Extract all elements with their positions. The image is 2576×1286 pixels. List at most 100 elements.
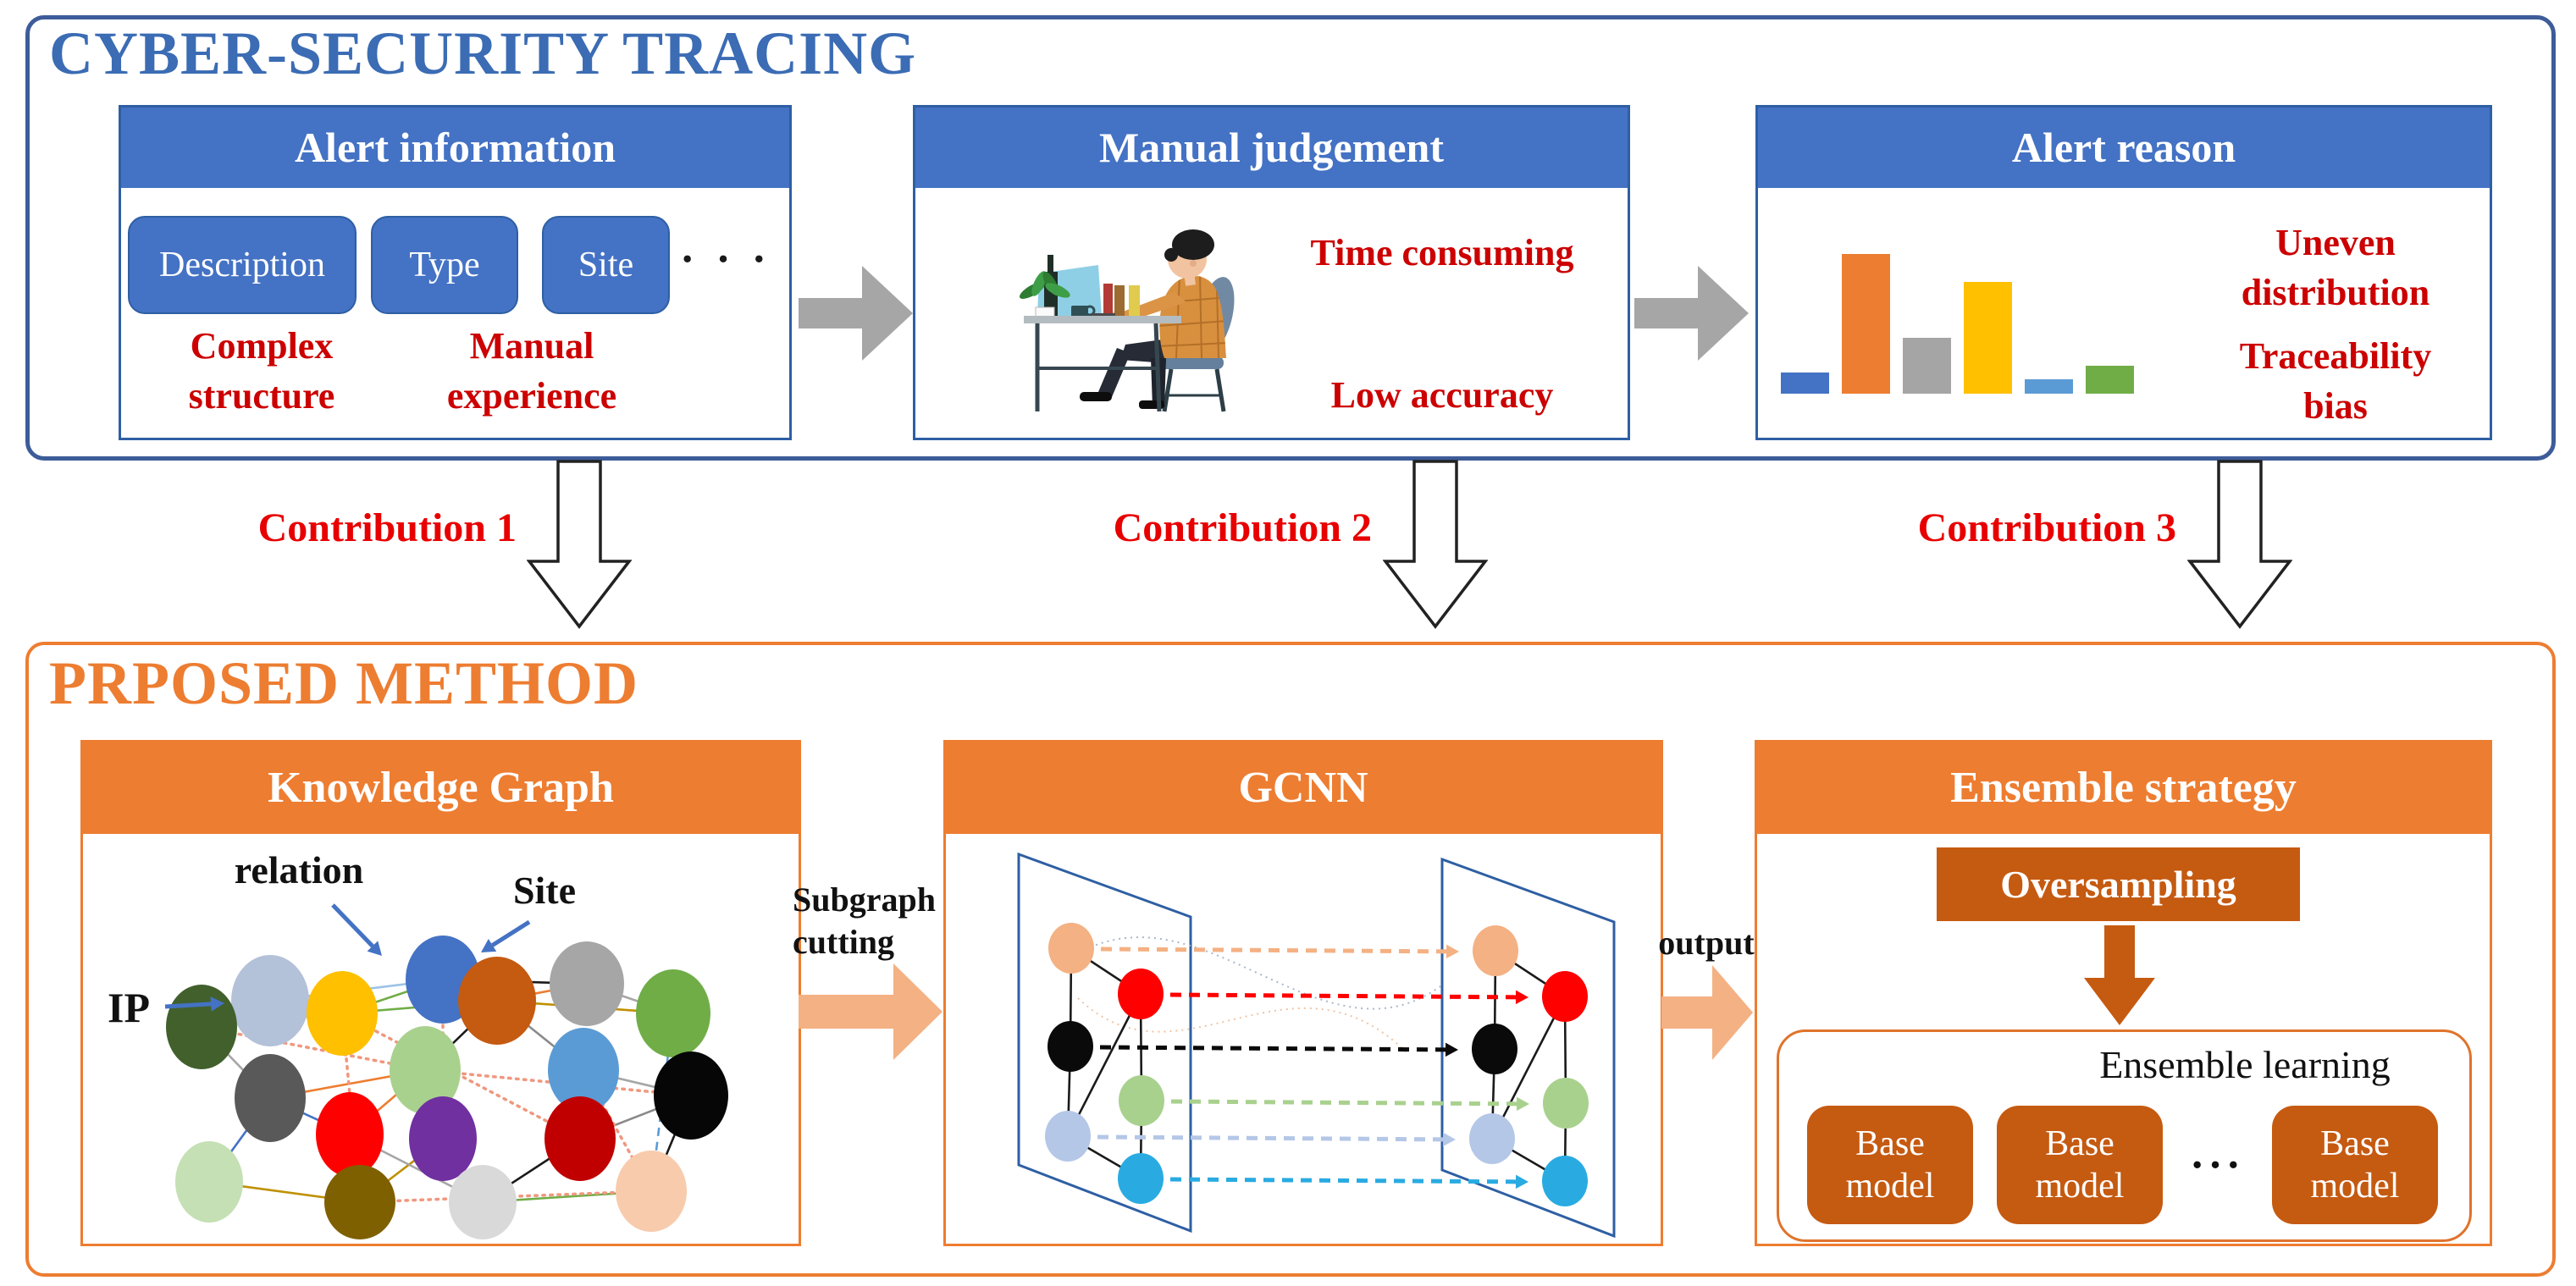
gcnn-right-node-red — [1542, 971, 1588, 1022]
kg-label-arrow-3 — [491, 919, 531, 947]
kg-node-ls — [231, 955, 309, 1046]
alert-information-box: Alert information Description Type Site … — [119, 105, 792, 440]
manual-note-low-accuracy: Low accuracy — [1330, 374, 1554, 416]
output-label: output — [1658, 924, 1755, 962]
alert-reason-bar-chart — [1781, 254, 2134, 394]
kg-edge-dgreen-lgreenC — [200, 1025, 427, 1072]
oversampling-block: Oversampling — [1937, 847, 2300, 921]
subgraph-cutting-arrow-icon — [799, 963, 943, 1060]
kg-node-pgreen — [175, 1141, 243, 1223]
alert-info-note-manual-experience: Manual experience — [446, 325, 617, 417]
gcnn-left-node-black — [1048, 1021, 1093, 1072]
flow-arrow-right-icon — [799, 266, 913, 361]
gcnn-left-node-cyan — [1118, 1153, 1164, 1204]
alert-info-note-complex-structure: Complex structure — [188, 325, 335, 417]
gcnn-connector-red-head — [1515, 990, 1528, 1005]
contribution-down-arrow-icon — [2187, 460, 2292, 629]
gcnn-left-node-green — [1119, 1075, 1164, 1126]
gcnn-connector-cyan-head — [1515, 1174, 1528, 1189]
chip-site: Site — [542, 216, 670, 314]
gcnn-connector-cyan — [1169, 1177, 1517, 1184]
subgraph-cutting-line1: Subgraph — [793, 880, 936, 919]
contribution-2-label: Contribution 2 — [1113, 505, 1372, 550]
book-yellow — [1129, 285, 1140, 317]
reason-note-uneven-distribution: Uneven distribution — [2241, 222, 2430, 314]
kg-ip-label: IP — [108, 984, 150, 1031]
kg-site-label: Site — [512, 869, 577, 912]
kg-node-lgreenC — [390, 1026, 461, 1114]
base-model-3: Base model — [2272, 1106, 2438, 1224]
gcnn-left-node-red — [1118, 969, 1164, 1019]
book-brown — [1114, 285, 1125, 317]
kg-node-black — [654, 1051, 728, 1140]
alert-reason-header: Alert reason — [1758, 108, 2490, 188]
gcnn-connector-peri-head — [1442, 1132, 1456, 1147]
gcnn-left-plane — [1017, 852, 1192, 1234]
kg-edge-lgreenC-black — [423, 1068, 693, 1097]
gcnn-header: GCNN — [946, 742, 1661, 834]
bottom-section-title: PRPOSED METHOD — [49, 649, 639, 717]
ensemble-strategy-box: Ensemble strategy Oversampling Ensemble … — [1755, 740, 2492, 1246]
alert-reason-bar-5 — [2025, 379, 2073, 394]
person-at-desk-illustration — [1019, 229, 1235, 412]
ensemble-learning-label: Ensemble learning — [2099, 1043, 2391, 1086]
chip-type: Type — [371, 216, 518, 314]
kg-label-arrow-2 — [331, 903, 374, 948]
kg-label-arrow-3-head — [481, 939, 497, 952]
top-section-title: CYBER-SECURITY TRACING — [49, 19, 917, 87]
kg-label-arrow-1-head — [210, 996, 224, 1012]
reason-note-traceability-bias: Traceability bias — [2239, 335, 2432, 428]
gcnn-connector-black — [1099, 1045, 1446, 1052]
shoe — [1080, 392, 1112, 401]
knowledge-graph-network — [164, 903, 728, 1239]
gcnn-connector-peach-head — [1446, 944, 1459, 959]
alert-reason-bar-1 — [1781, 373, 1829, 394]
gcnn-left-node-peri — [1045, 1111, 1091, 1162]
mug — [1071, 306, 1088, 317]
kg-node-steel — [548, 1028, 619, 1112]
knowledge-graph-header: Knowledge Graph — [83, 742, 799, 834]
contribution-3-label: Contribution 3 — [1917, 505, 2176, 550]
ensemble-learning-box: Ensemble learning Base model Base model … — [1777, 1029, 2472, 1242]
desk-top — [1024, 316, 1181, 323]
kg-node-green — [636, 969, 710, 1057]
kg-node-dred — [544, 1096, 616, 1181]
output-arrow-icon — [1661, 965, 1753, 1060]
kg-relation-label: relation — [234, 848, 364, 891]
kg-edge-yellow-dred — [340, 1012, 582, 1140]
subgraph-cutting-line2: cutting — [793, 923, 894, 961]
manual-note-time-consuming: Time consuming — [1310, 232, 1574, 273]
gcnn-connector-green — [1170, 1099, 1517, 1107]
contribution-down-arrow-icon — [1383, 460, 1488, 629]
hair — [1172, 229, 1214, 260]
alert-information-header: Alert information — [121, 108, 789, 188]
gcnn-box: GCNN — [943, 740, 1663, 1246]
subgraph-cutting-label: Subgraph cutting — [793, 879, 945, 963]
gcnn-layers-illustration — [1017, 852, 1616, 1239]
base-model-ellipsis-icon: ··· — [2189, 1141, 2245, 1189]
kg-node-purple — [409, 1096, 477, 1181]
gcnn-connector-peach — [1100, 947, 1447, 954]
gcnn-right-plane — [1440, 857, 1616, 1239]
gcnn-connector-black-head — [1445, 1042, 1458, 1057]
kg-node-red — [316, 1092, 384, 1177]
keyboard — [1092, 313, 1115, 317]
gcnn-left-node-peach — [1048, 923, 1094, 974]
kg-node-gray — [550, 941, 624, 1026]
kg-node-dgreen — [166, 985, 237, 1069]
kg-label-arrow-2-head — [367, 941, 382, 956]
ellipsis-icon: · · · — [680, 235, 772, 284]
alert-reason-bar-2 — [1842, 254, 1890, 394]
gcnn-connector-red — [1169, 992, 1517, 1000]
gcnn-connector-green-head — [1516, 1096, 1529, 1112]
alert-reason-bar-6 — [2086, 366, 2134, 394]
gcnn-edge — [1490, 996, 1567, 1140]
gcnn-edge — [1066, 993, 1142, 1137]
manual-judgement-box: Manual judgement — [913, 105, 1630, 440]
kg-node-yellow — [307, 971, 378, 1056]
ensemble-strategy-header: Ensemble strategy — [1757, 742, 2490, 834]
oversampling-down-arrow-icon — [2084, 925, 2155, 1025]
gcnn-connector-peri — [1097, 1134, 1444, 1142]
contribution-down-arrow-icon — [527, 460, 632, 629]
